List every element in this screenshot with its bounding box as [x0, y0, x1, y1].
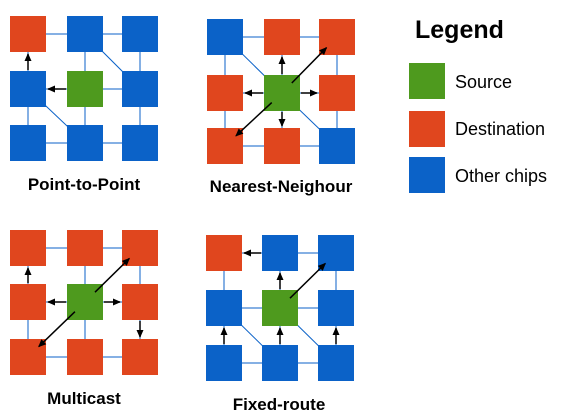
legend: Legend Source Destination Other chips: [409, 16, 547, 193]
route-arrow: [289, 262, 327, 299]
chip-destination: [264, 128, 300, 164]
grid-fixed-route: [206, 235, 354, 381]
chip-other: [206, 290, 242, 326]
chip-layer: [10, 230, 158, 375]
chip-destination: [122, 339, 158, 375]
grid-point-to-point: [10, 16, 158, 161]
chip-destination: [10, 16, 46, 52]
chip-layer: [10, 16, 158, 161]
legend-swatch-other: [409, 157, 445, 193]
legend-label-destination: Destination: [455, 119, 545, 139]
chip-destination: [67, 230, 103, 266]
arrow-layer: [220, 249, 340, 344]
chip-layer: [206, 235, 354, 381]
chip-destination: [10, 284, 46, 320]
chip-other: [122, 125, 158, 161]
chip-destination: [264, 19, 300, 55]
chip-layer: [207, 19, 355, 164]
chip-other: [207, 19, 243, 55]
grid-nearest-neighbour: [207, 19, 355, 164]
route-arrow: [235, 101, 273, 137]
chip-other: [206, 345, 242, 381]
title-fixed-route: Fixed-route: [233, 395, 326, 414]
chip-other: [318, 290, 354, 326]
chip-destination: [207, 75, 243, 111]
chip-other: [10, 71, 46, 107]
title-nearest-neighbour: Nearest-Neighour: [210, 177, 353, 196]
chip-destination: [10, 230, 46, 266]
chip-other: [122, 71, 158, 107]
chip-other: [122, 16, 158, 52]
chip-other: [262, 345, 298, 381]
route-arrow: [94, 257, 131, 293]
chip-destination: [319, 75, 355, 111]
chip-other: [67, 125, 103, 161]
legend-swatch-destination: [409, 111, 445, 147]
chip-other: [319, 128, 355, 164]
title-multicast: Multicast: [47, 389, 121, 408]
chip-other: [10, 125, 46, 161]
legend-label-source: Source: [455, 72, 512, 92]
legend-label-other: Other chips: [455, 166, 547, 186]
chip-destination: [122, 284, 158, 320]
route-arrow: [38, 311, 76, 348]
arrow-layer: [24, 257, 144, 348]
legend-title: Legend: [415, 16, 504, 44]
chip-source: [67, 71, 103, 107]
chip-other: [318, 345, 354, 381]
chip-other: [262, 235, 298, 271]
chip-destination: [67, 339, 103, 375]
legend-swatch-source: [409, 63, 445, 99]
title-point-to-point: Point-to-Point: [28, 175, 141, 194]
chip-other: [67, 16, 103, 52]
arrow-layer: [24, 53, 66, 93]
arrow-layer: [235, 46, 328, 137]
grid-multicast: [10, 230, 158, 375]
chip-destination: [206, 235, 242, 271]
route-arrow: [291, 46, 328, 84]
